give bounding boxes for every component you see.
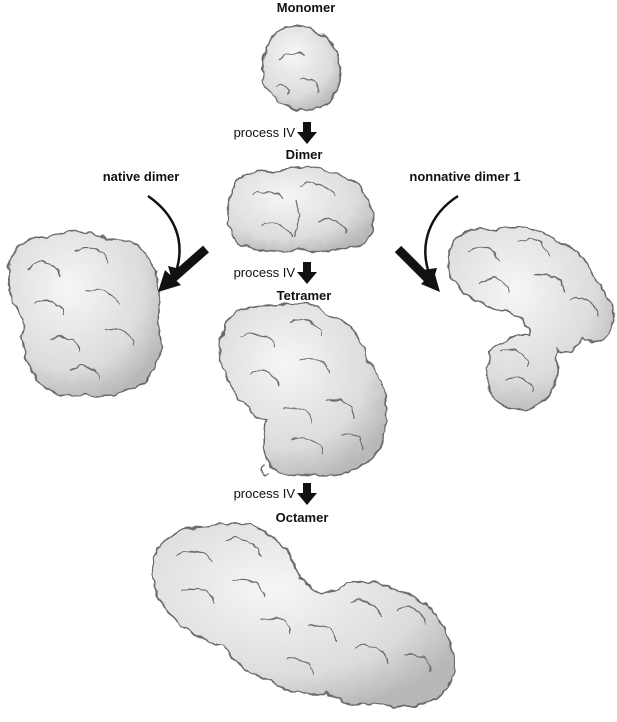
down-arrow-2 (297, 262, 317, 284)
down-arrow-1 (297, 122, 317, 144)
dimer-label: Dimer (286, 147, 323, 162)
monomer-label: Monomer (277, 0, 336, 15)
monomer-structure (261, 24, 342, 111)
tetramer-label: Tetramer (277, 288, 332, 303)
process-iv-label-3: process IV (234, 486, 296, 501)
nonnative-dimer-structure (447, 226, 614, 411)
native-curved-arrow (147, 194, 181, 273)
down-arrow-3 (297, 483, 317, 505)
nonnative-dimer-label: nonnative dimer 1 (409, 169, 520, 184)
octamer-label: Octamer (276, 510, 329, 525)
tetramer-structure (218, 302, 388, 477)
process-iv-label-1: process IV (234, 125, 296, 140)
nonnative-thick-arrowhead (421, 271, 440, 292)
dimer-structure (226, 166, 375, 253)
native-dimer-label: native dimer (103, 169, 180, 184)
octamer-structure (150, 522, 456, 708)
native-thick-arrow (169, 245, 209, 283)
nonnative-curved-arrow (424, 194, 459, 277)
nonnative-thick-arrow (394, 245, 432, 283)
native-thick-arrowhead (158, 270, 181, 292)
process-iv-label-2: process IV (234, 265, 296, 280)
native-dimer-structure (8, 230, 162, 397)
